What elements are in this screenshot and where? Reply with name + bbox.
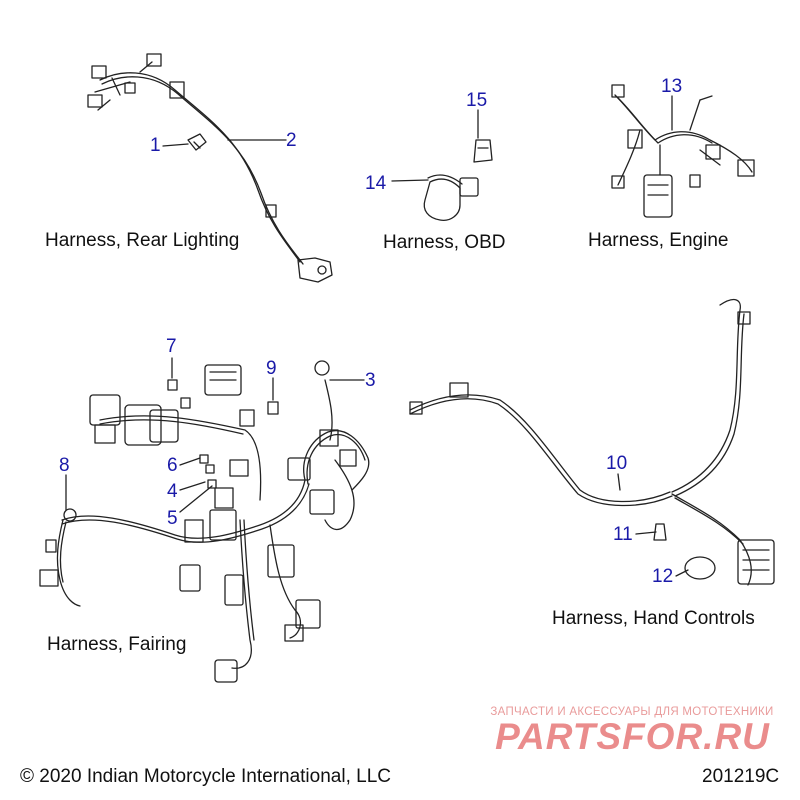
caption-rear-lighting: Harness, Rear Lighting <box>45 230 240 251</box>
copyright-text: © 2020 Indian Motorcycle International, … <box>20 766 391 787</box>
fairing-harness <box>39 360 370 683</box>
callout-13: 13 <box>661 76 683 97</box>
callout-11: 11 <box>613 524 633 545</box>
obd-harness <box>423 139 493 221</box>
watermark-brand: PARTSFOR.RU <box>495 716 770 757</box>
callout-leaders <box>65 95 689 577</box>
callout-12: 12 <box>652 566 674 587</box>
engine-harness <box>611 84 755 218</box>
caption-fairing: Harness, Fairing <box>47 634 187 655</box>
callout-9: 9 <box>266 358 277 379</box>
hand-controls-harness <box>409 298 775 586</box>
callout-7: 7 <box>166 336 177 357</box>
callout-8: 8 <box>59 455 70 476</box>
callout-4: 4 <box>167 481 178 502</box>
callout-14: 14 <box>365 173 387 194</box>
caption-obd: Harness, OBD <box>383 232 506 253</box>
callout-10: 10 <box>606 453 628 474</box>
callout-1: 1 <box>150 135 161 156</box>
watermark-tagline: ЗАПЧАСТИ И АКСЕССУАРЫ ДЛЯ МОТОТЕХНИКИ <box>490 706 774 718</box>
diagram-code: 201219C <box>702 766 780 787</box>
callout-2: 2 <box>286 130 297 151</box>
rear-lighting-harness <box>87 53 333 283</box>
caption-hand-controls: Harness, Hand Controls <box>552 608 755 629</box>
caption-engine: Harness, Engine <box>588 230 729 251</box>
callout-6: 6 <box>167 455 178 476</box>
callout-15: 15 <box>466 90 488 111</box>
callout-5: 5 <box>167 508 178 529</box>
callout-3: 3 <box>365 370 376 391</box>
